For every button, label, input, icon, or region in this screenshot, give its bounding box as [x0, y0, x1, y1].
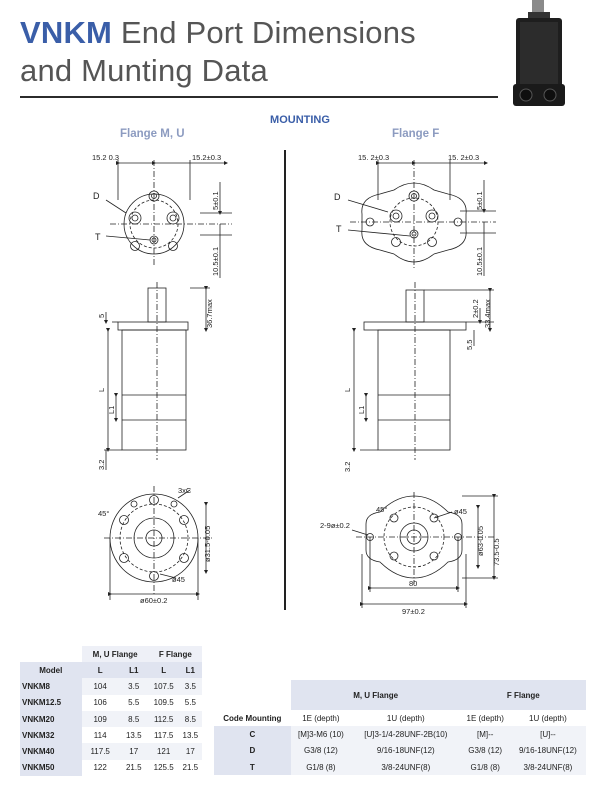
dim-right-bot-d63: ø63-0.05 [476, 526, 485, 556]
dim-right-side-L: L [343, 388, 352, 392]
column-divider [284, 150, 286, 610]
motor-photo [513, 0, 565, 106]
t2-col-1u: 1U (depth) [351, 710, 461, 727]
t2-col-code: Code Mounting [214, 710, 291, 727]
dim-left-bot-115: ø31.5-0.05 [203, 526, 212, 562]
port-code-table: M, U Flange F Flange Code Mounting 1E (d… [214, 680, 586, 776]
dim-right-side-L1: L1 [357, 406, 366, 414]
label-right-T: T [336, 224, 342, 234]
dim-left-side-L1: L1 [107, 406, 116, 414]
t2-col-f1e: 1E (depth) [460, 710, 510, 727]
title-rule [20, 96, 498, 98]
length-table: M, U Flange F Flange Model L L1 L L1 VNK… [20, 646, 202, 777]
dim-left-side-5: 5 [97, 314, 106, 318]
dim-left-top-a: 15.2 0.3 [92, 153, 119, 162]
t2-group-f: F Flange [460, 680, 586, 710]
dim-left-bot-45: 45° [98, 509, 109, 518]
right-port-face [347, 160, 496, 276]
left-port-face [105, 160, 232, 278]
t1-group-mu: M, U Flange [81, 646, 149, 662]
t1-group-f: F Flange [148, 646, 202, 662]
dim-left-bot-3xC: 3xC [178, 486, 192, 495]
t1-col-model: Model [20, 662, 82, 679]
dim-right-bot-97: 97±0.2 [402, 607, 425, 616]
dim-right-5: 5±0.1 [475, 191, 484, 210]
dim-right-side-2: 2±0.2 [471, 299, 480, 318]
page-title: VNKM End Port Dimensions and Munting Dat… [20, 14, 416, 90]
label-left-D: D [93, 191, 100, 201]
dim-right-side-334: 33.4max [483, 299, 492, 328]
t1-col-L: L [81, 662, 119, 679]
mounting-drawings: 15.2 0.3 15.2±0.3 5±0.1 10.5±0.1 D T 15.… [92, 153, 501, 616]
dim-right-bot-d45: ø45 [454, 507, 467, 516]
dim-right-bot-45: 45° [376, 505, 387, 514]
dim-left-bot-d45: ø45 [172, 575, 185, 584]
dim-right-side-55: 5.5 [465, 340, 474, 350]
table-row: C[M]3-M6 (10)[U]3-1/4-28UNF-2B(10)[M]--[… [214, 726, 586, 743]
left-flange-face [104, 486, 212, 600]
dim-left-side-L: L [97, 388, 106, 392]
t2-col-1e: 1E (depth) [290, 710, 352, 727]
right-flange-face [351, 492, 498, 608]
dim-left-bot-d60: ø60±0.2 [140, 596, 167, 605]
title-text: End Port Dimensions [112, 15, 416, 50]
t2-group-mu: M, U Flange [290, 680, 461, 710]
mounting-heading: MOUNTING [270, 114, 330, 126]
dim-left-side-367: 36.7max [205, 299, 214, 328]
right-side-view [352, 282, 494, 460]
dim-right-105: 10.5±0.1 [475, 247, 484, 276]
t2-col-f1u: 1U (depth) [509, 710, 586, 727]
label-left-T: T [95, 232, 101, 242]
dim-right-top-a: 15. 2±0.3 [358, 153, 389, 162]
dim-right-bot-29: 2-9ø±0.2 [320, 521, 350, 530]
dim-left-side-32: 3.2 [97, 460, 106, 470]
t1-col-fL: L [148, 662, 179, 679]
dim-right-bot-735: 73.5-0.5 [492, 538, 501, 566]
t1-col-L1: L1 [118, 662, 149, 679]
title-line-2: and Munting Data [20, 53, 268, 88]
left-side-view [104, 282, 210, 470]
brand-name: VNKM [20, 15, 113, 50]
dim-right-side-32: 3.2 [343, 462, 352, 472]
t1-col-fL1: L1 [178, 662, 202, 679]
dim-left-5: 5±0.1 [211, 191, 220, 210]
flange-f-heading: Flange F [392, 128, 440, 140]
dim-right-top-b: 15. 2±0.3 [448, 153, 479, 162]
label-right-D: D [334, 192, 341, 202]
flange-mu-heading: Flange M, U [120, 128, 185, 140]
dim-left-105: 10.5±0.1 [211, 247, 220, 276]
dim-left-top-b: 15.2±0.3 [192, 153, 221, 162]
dim-right-bot-80: 80 [409, 579, 417, 588]
